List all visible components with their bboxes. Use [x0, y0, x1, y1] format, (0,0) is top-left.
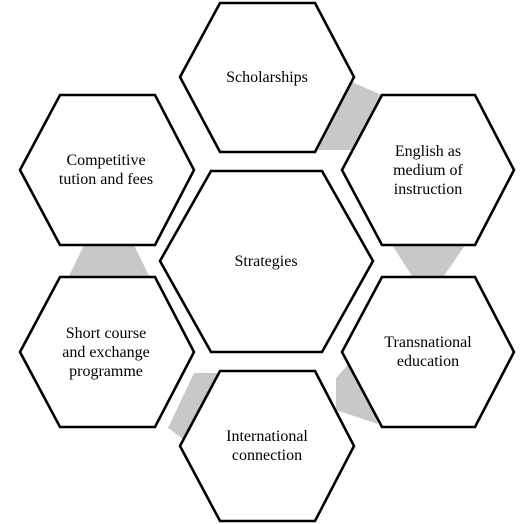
hexagon-short-course	[18, 275, 196, 429]
hexagon-international	[178, 369, 356, 523]
connector-english-transnational	[392, 245, 465, 276]
hexagon-english-medium	[340, 93, 516, 247]
connector-scholarships-english	[318, 82, 384, 150]
hexagon-transnational	[340, 275, 516, 429]
hexagon-competitive	[18, 93, 196, 247]
hexagon-center-strategies	[158, 169, 375, 354]
connector-transnational-international	[336, 358, 378, 424]
connector-shortcourse-competitive	[68, 245, 150, 278]
hexagon-scholarships	[178, 1, 356, 154]
